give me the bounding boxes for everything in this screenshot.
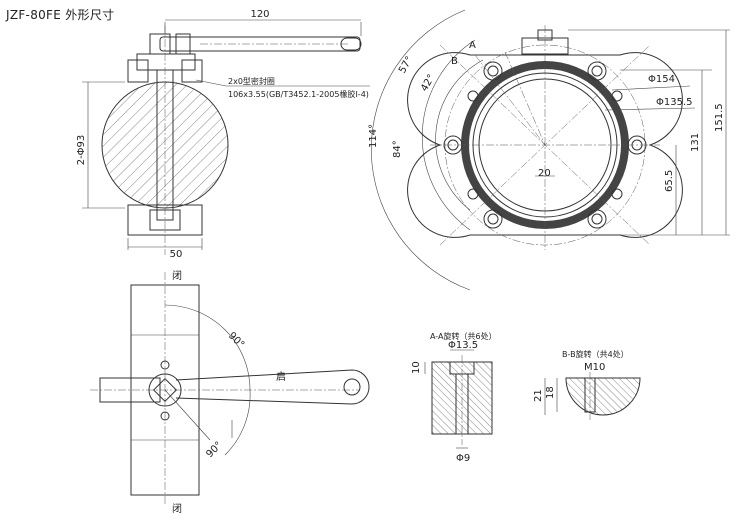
section-b-marker: B bbox=[451, 56, 458, 67]
dim-18-label: 18 bbox=[545, 386, 556, 399]
front-handle bbox=[136, 33, 362, 71]
dim-131-label: 131 bbox=[690, 133, 701, 152]
section-a-caption: A-A旋转（共6处） bbox=[430, 331, 497, 341]
seal-note-line1: 2x0型密封圈 bbox=[228, 76, 275, 86]
top-view-handle bbox=[175, 369, 370, 405]
dim-151-label: 151.5 bbox=[714, 103, 725, 132]
front-view: 120 50 2-Φ93 2x0型密封圈 106x3.55(GB/T3452.1… bbox=[76, 9, 370, 260]
closed-label-bottom: 闭 bbox=[172, 502, 182, 515]
section-a-marker: A bbox=[469, 40, 476, 51]
top-right-flange bbox=[181, 59, 203, 83]
dim-phi93-label: 2-Φ93 bbox=[76, 135, 87, 166]
side-view: 57° 42° 114° 84° A B Φ154 Φ135.5 20 151.… bbox=[368, 9, 730, 291]
dim-21-label: 21 bbox=[533, 389, 544, 402]
seal-note: 2x0型密封圈 106x3.55(GB/T3452.1-2005橡胶I-4) bbox=[195, 76, 370, 99]
dim-50-label: 50 bbox=[170, 249, 183, 260]
dia-135-label: Φ135.5 bbox=[656, 97, 693, 108]
seal-note-line2: 106x3.55(GB/T3452.1-2005橡胶I-4) bbox=[228, 89, 369, 99]
drawing-title: JZF-80FE 外形尺寸 bbox=[6, 8, 115, 22]
dim-120-label: 120 bbox=[250, 9, 269, 20]
dia-135-a-label: Φ13.5 bbox=[448, 340, 478, 351]
section-b-b: B-B旋转（共4处） M10 21 18 bbox=[533, 349, 641, 420]
thread-m10-label: M10 bbox=[584, 362, 605, 373]
dim-120: 120 bbox=[164, 9, 362, 36]
bottom-flange bbox=[127, 204, 203, 236]
dim-20-label: 20 bbox=[538, 168, 551, 179]
dim-65-label: 65.5 bbox=[664, 170, 675, 192]
angle-upper-label: 90° bbox=[226, 330, 246, 350]
closed-label-top: 闭 bbox=[172, 269, 182, 282]
dia-9-label: Φ9 bbox=[456, 453, 470, 464]
depth-10-label: 10 bbox=[411, 361, 422, 374]
dim-phi93: 2-Φ93 bbox=[76, 81, 125, 209]
angle-114-label: 114° bbox=[368, 124, 379, 148]
angle-lower-label: 90° bbox=[204, 440, 224, 460]
dim-50: 50 bbox=[127, 238, 203, 260]
angle-84-label: 84° bbox=[392, 140, 403, 158]
dia-154-label: Φ154 bbox=[648, 74, 675, 85]
top-left-flange bbox=[127, 59, 149, 83]
top-view: 闭 闭 启 90° 90° bbox=[90, 269, 370, 515]
section-b-caption: B-B旋转（共4处） bbox=[562, 349, 629, 359]
open-label: 启 bbox=[276, 370, 286, 383]
angle-arc-114 bbox=[371, 9, 471, 291]
angle-57-label: 57° bbox=[397, 55, 415, 76]
angle-42-label: 42° bbox=[419, 73, 437, 94]
section-a-a: A-A旋转（共6处） Φ13.5 10 Φ9 bbox=[411, 331, 497, 464]
